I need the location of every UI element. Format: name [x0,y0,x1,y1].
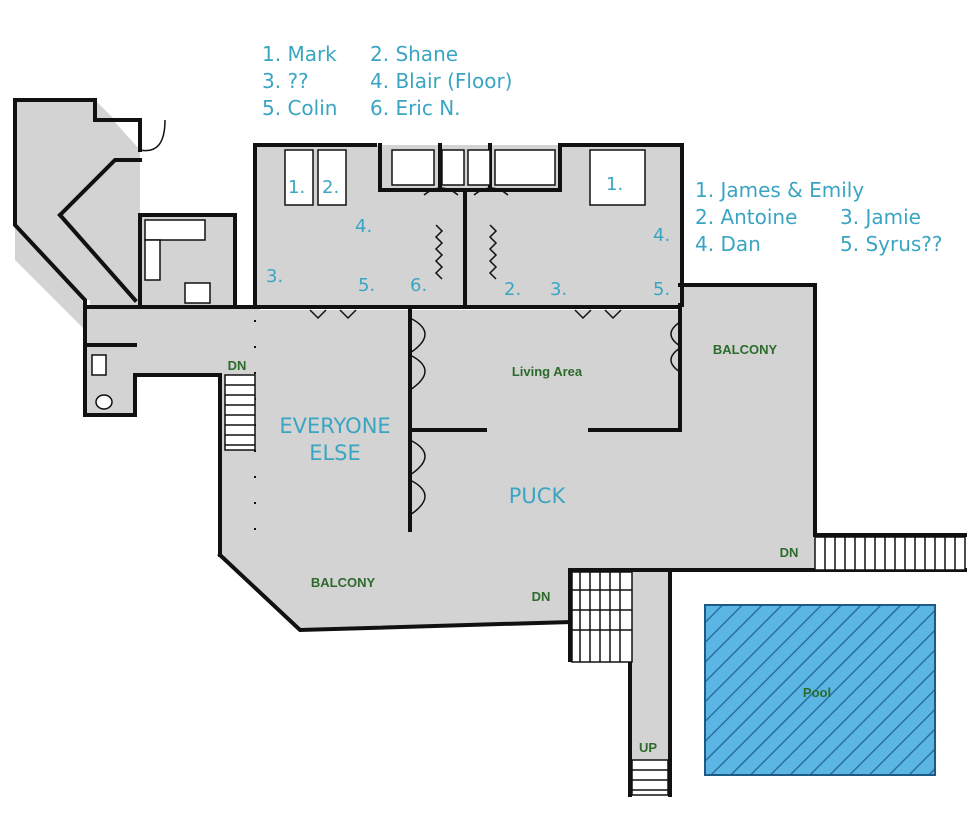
legend-top-item: 1. Mark [262,42,337,66]
bed-1 [284,149,314,206]
stairs-left [224,374,256,451]
bath-right [494,149,556,186]
legend-right-item: 3. Jamie [840,205,921,229]
right-room-number: 2. [504,279,521,300]
legend-top-item: 6. Eric N. [370,96,461,120]
legend-right-item: 2. Antoine [695,205,797,229]
bath-left [391,149,435,186]
dn-left-label: DN [228,358,247,373]
kitchen-island [184,282,211,304]
toilet [95,394,113,410]
legend-right-item: 4. Dan [695,232,761,256]
tub-left [441,149,465,186]
pool [704,604,936,776]
everyone-else-label-line2: ELSE [309,441,361,465]
walls [13,98,967,797]
pool-label: Pool [803,685,831,700]
balcony-bottom-label: BALCONY [311,575,376,590]
bed-right [589,149,646,206]
balcony-right-label: BALCONY [713,342,778,357]
left-room-number: 2. [322,177,339,198]
kitchen-sink [144,239,161,281]
left-room-numbers: 1. 2. 3. 4. 5. 6. [266,177,427,296]
right-room-number: 3. [550,279,567,300]
bed-2 [317,149,347,206]
dn-right-label: DN [780,545,799,560]
right-room-number: 1. [606,174,623,195]
left-room-number: 5. [358,275,375,296]
left-room-number: 3. [266,266,283,287]
main-floor [220,285,965,630]
legend-top-item: 2. Shane [370,42,458,66]
up-label: UP [639,740,657,755]
kitchen-counter [144,219,206,241]
legend-right: 1. James & Emily 2. Antoine 3. Jamie 4. … [695,178,943,256]
left-room-number: 1. [288,177,305,198]
sink [91,354,107,376]
left-room-number: 4. [355,216,372,237]
dn-middle-label: DN [532,589,551,604]
right-room-number: 4. [653,225,670,246]
legend-right-item: 1. James & Emily [695,178,864,202]
puck-label: PUCK [509,484,567,508]
legend-right-item: 5. Syrus?? [840,232,943,256]
everyone-else-label-line1: EVERYONE [279,414,390,438]
stairs-middle [571,571,633,663]
living-area-label: Living Area [512,364,583,379]
right-room-number: 5. [653,279,670,300]
stairs-right [814,536,966,571]
legend-top-item: 3. ?? [262,69,309,93]
legend-top-item: 4. Blair (Floor) [370,69,512,93]
legend-top-item: 5. Colin [262,96,337,120]
left-room-number: 6. [410,275,427,296]
legend-top: 1. Mark 2. Shane 3. ?? 4. Blair (Floor) … [262,42,512,120]
fixtures [91,119,966,796]
closet-door-arc [423,187,459,196]
right-room-numbers: 1. 2. 3. 4. 5. [504,174,670,300]
stairs-up [631,759,669,796]
tub-right [467,149,491,186]
